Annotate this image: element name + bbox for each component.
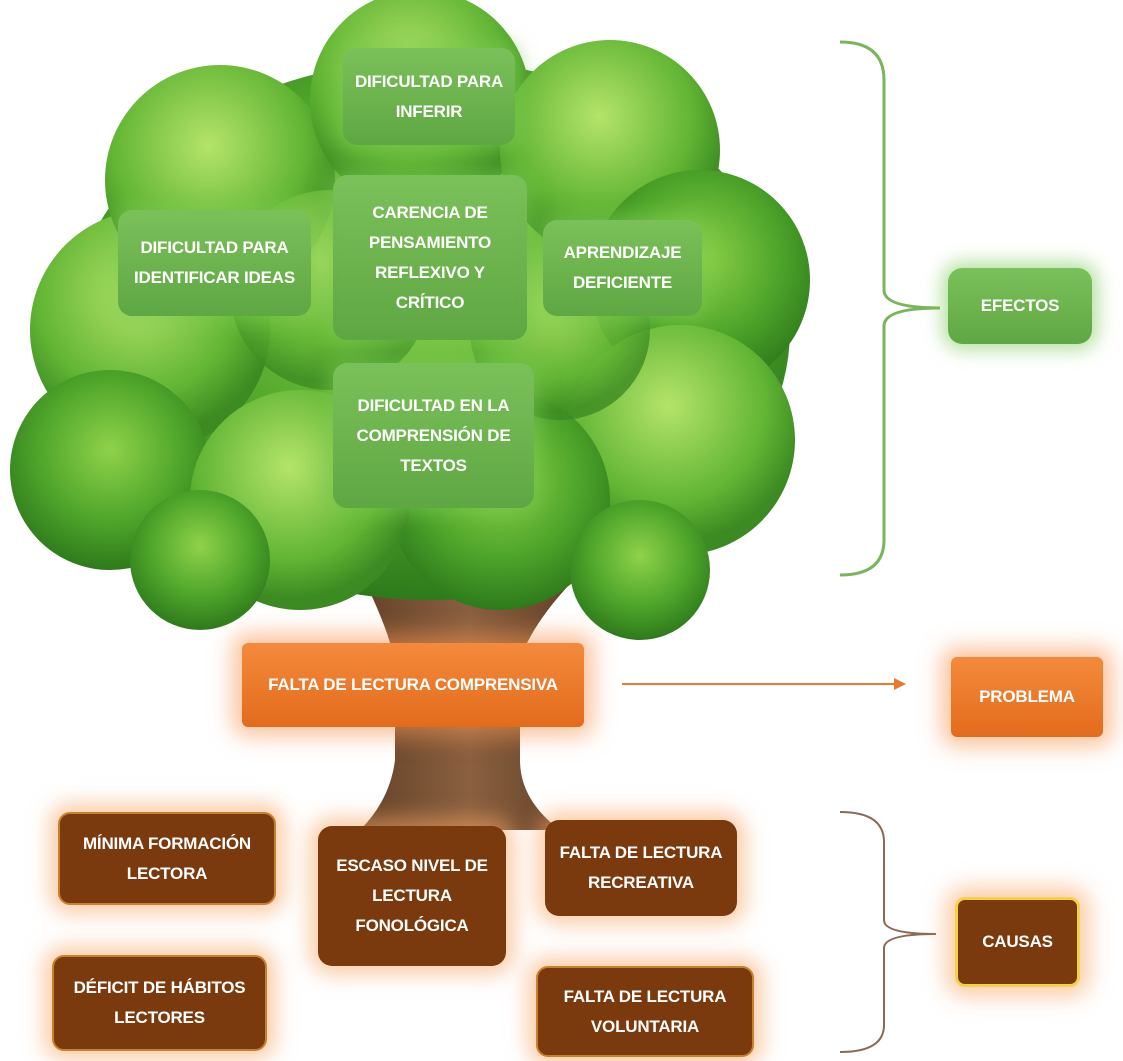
problema-label-box: PROBLEMA — [951, 657, 1103, 737]
cause-minima-formacion-label: MÍNIMA FORMACIÓN LECTORA — [82, 833, 252, 883]
cause-falta-recreativa: FALTA DE LECTURA RECREATIVA — [545, 820, 737, 916]
efectos-label-box: EFECTOS — [948, 268, 1092, 344]
cause-falta-recreativa-label: FALTA DE LECTURA RECREATIVA — [559, 843, 723, 892]
effect-dificultad-inferir: DIFICULTAD PARA INFERIR — [343, 48, 515, 145]
effect-dificultad-inferir-label: DIFICULTAD PARA INFERIR — [354, 71, 504, 121]
effect-comprension-textos-label: DIFICULTAD EN LA COMPRENSIÓN DE TEXTOS — [356, 395, 511, 475]
effect-identificar-ideas-label: DIFICULTAD PARA IDENTIFICAR IDEAS — [134, 238, 295, 287]
cause-minima-formacion: MÍNIMA FORMACIÓN LECTORA — [58, 812, 276, 905]
cause-escaso-nivel-label: ESCASO NIVEL DE LECTURA FONOLÓGICA — [336, 856, 488, 935]
problem-main-label: FALTA DE LECTURA COMPRENSIVA — [268, 675, 558, 694]
effect-carencia-pensamiento-label: CARENCIA DE PENSAMIENTO REFLEXIVO Y CRÍT… — [368, 202, 492, 312]
effect-aprendizaje-deficiente: APRENDIZAJE DEFICIENTE — [543, 220, 702, 316]
cause-deficit-habitos: DÉFICIT DE HÁBITOS LECTORES — [52, 955, 267, 1051]
effect-identificar-ideas: DIFICULTAD PARA IDENTIFICAR IDEAS — [118, 210, 311, 316]
efectos-label: EFECTOS — [980, 296, 1060, 315]
cause-escaso-nivel: ESCASO NIVEL DE LECTURA FONOLÓGICA — [318, 826, 506, 966]
cause-falta-voluntaria-label: FALTA DE LECTURA VOLUNTARIA — [563, 986, 727, 1036]
effect-carencia-pensamiento: CARENCIA DE PENSAMIENTO REFLEXIVO Y CRÍT… — [333, 175, 527, 340]
effect-aprendizaje-deficiente-label: APRENDIZAJE DEFICIENTE — [563, 243, 682, 292]
effect-comprension-textos: DIFICULTAD EN LA COMPRENSIÓN DE TEXTOS — [333, 363, 534, 508]
causas-label-box: CAUSAS — [955, 897, 1080, 987]
cause-falta-voluntaria: FALTA DE LECTURA VOLUNTARIA — [536, 966, 754, 1057]
problem-main: FALTA DE LECTURA COMPRENSIVA — [242, 643, 584, 727]
causas-label: CAUSAS — [982, 932, 1053, 951]
problema-label: PROBLEMA — [979, 687, 1075, 706]
cause-deficit-habitos-label: DÉFICIT DE HÁBITOS LECTORES — [73, 978, 246, 1027]
